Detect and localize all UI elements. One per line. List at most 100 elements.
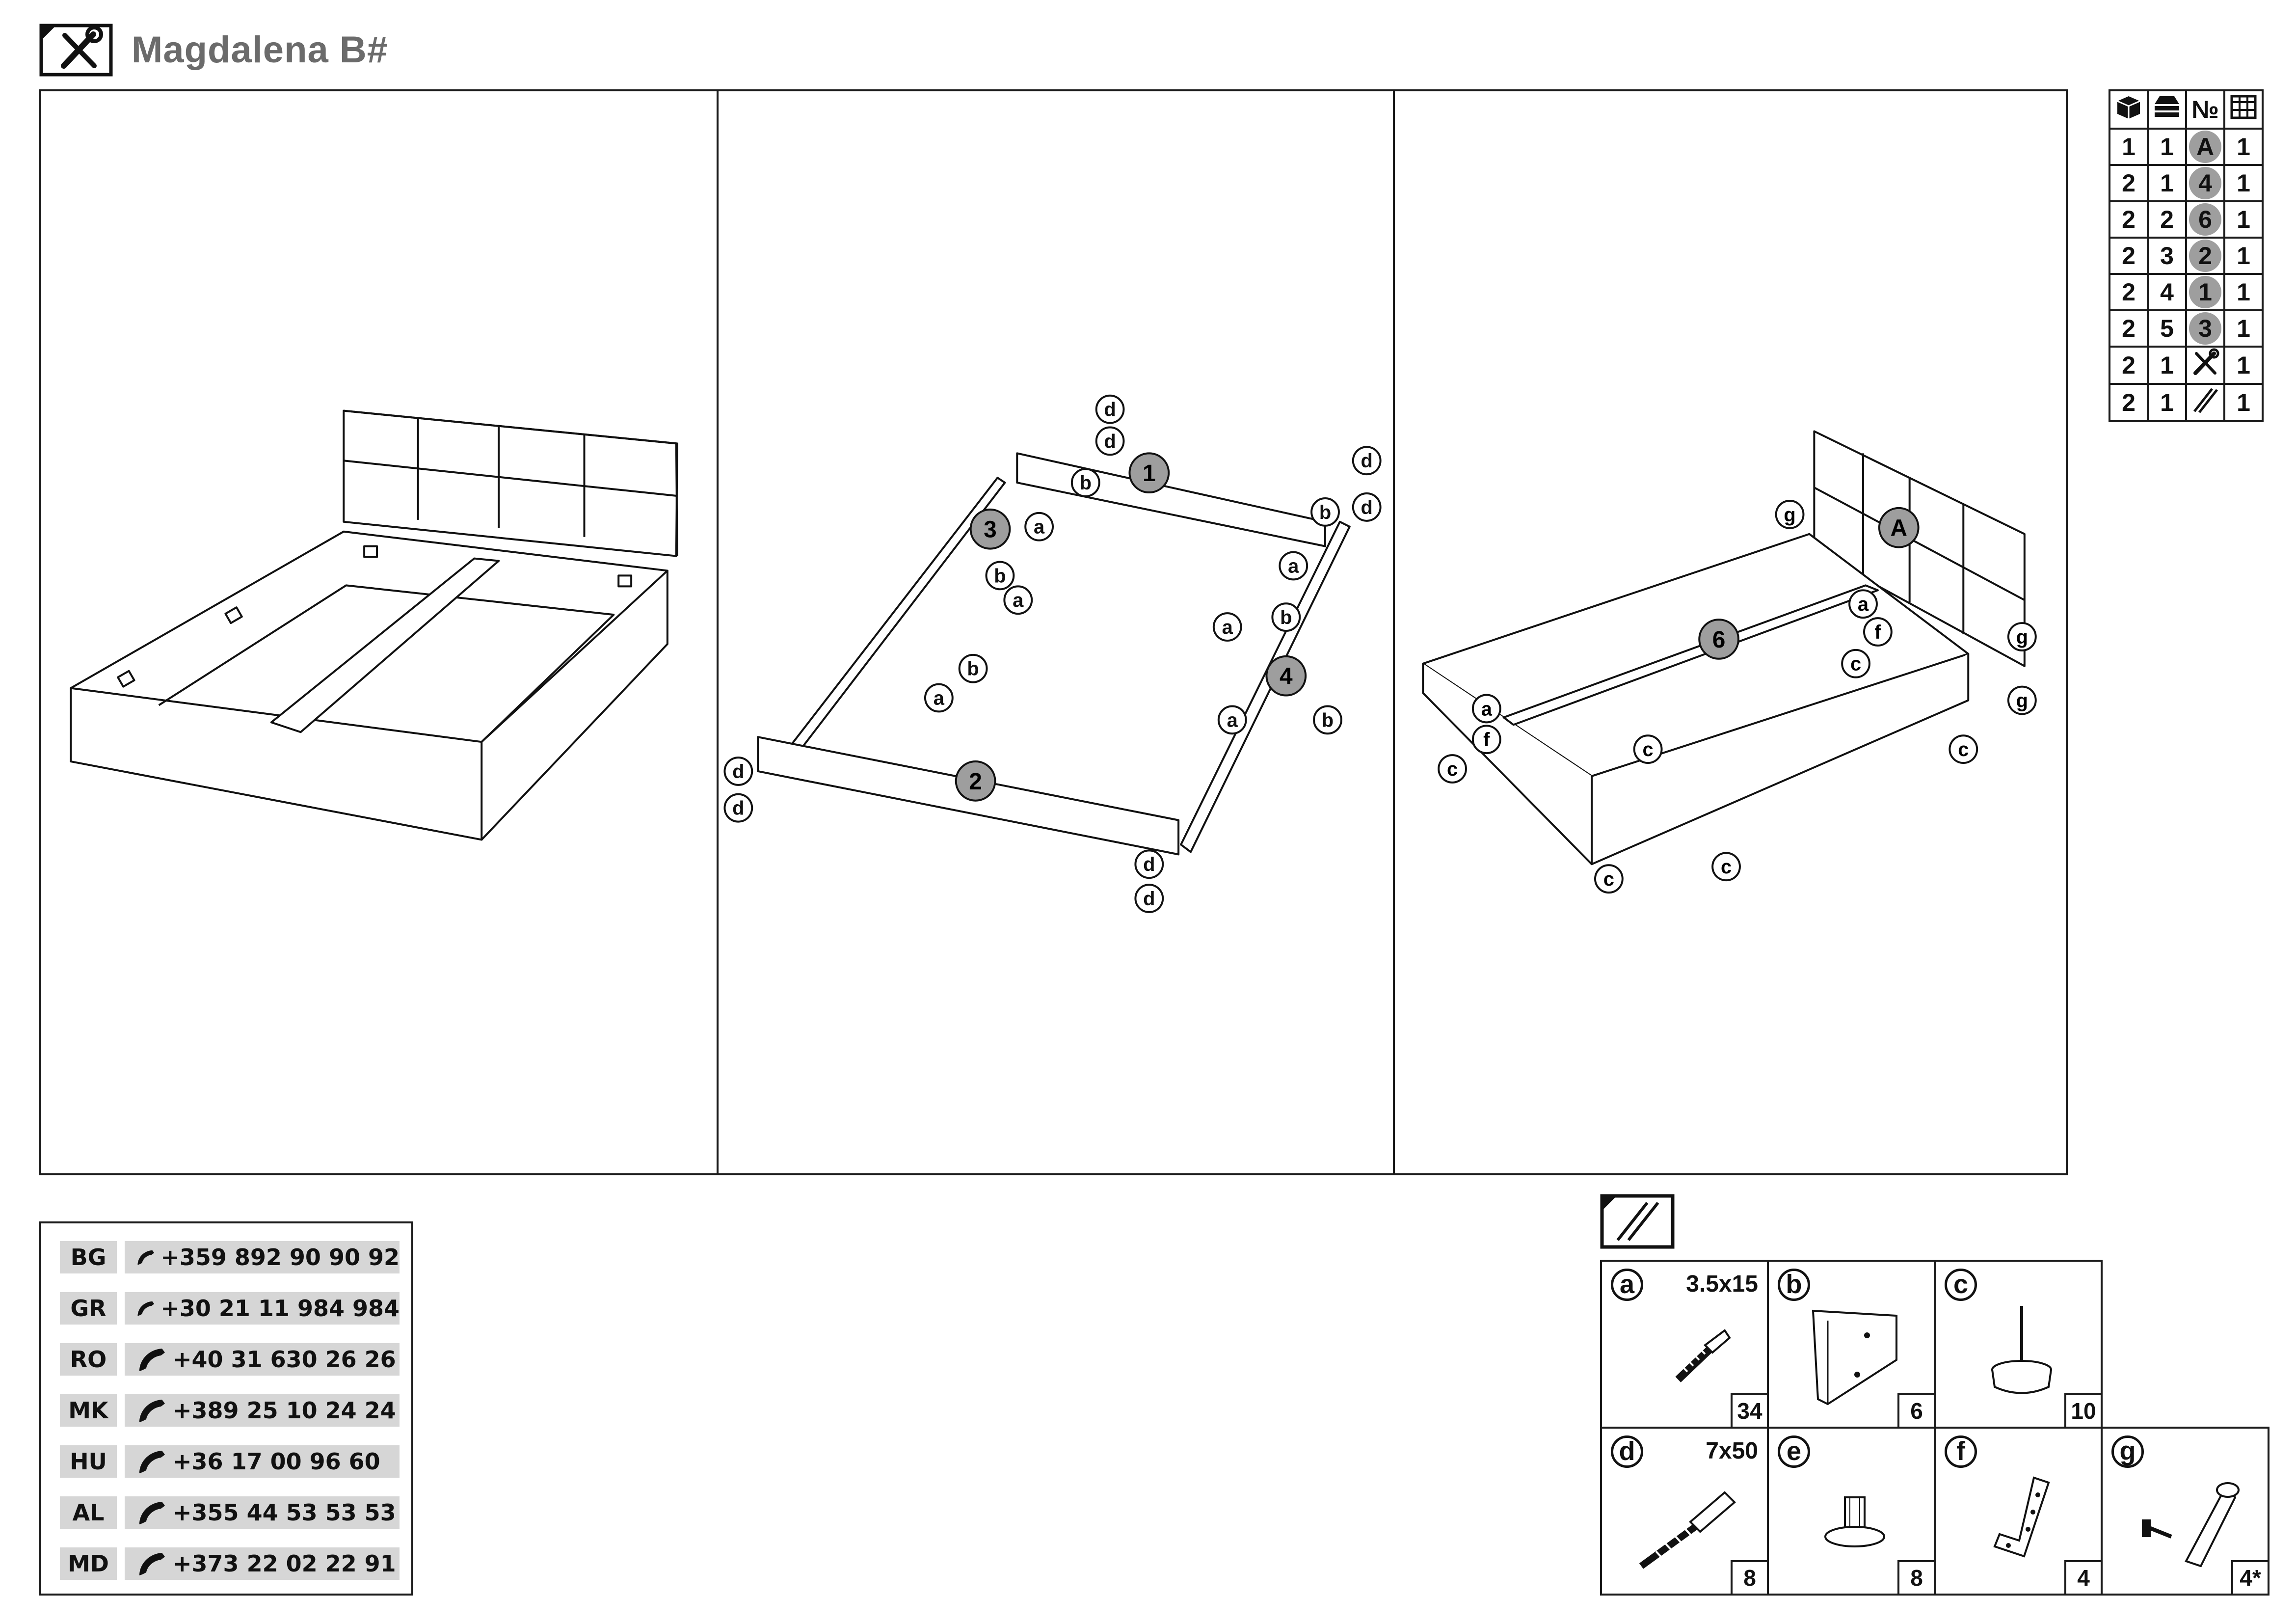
svg-text:c: c [1958, 739, 1969, 760]
svg-text:b: b [1280, 607, 1292, 628]
assembly-step-2: 1 3 4 2 [719, 91, 1395, 1173]
svg-text:g: g [1784, 504, 1795, 526]
phone-number[interactable]: +359 892 90 90 92 [125, 1241, 400, 1273]
screws-icon [1600, 1194, 1675, 1249]
phone-number[interactable]: +389 25 10 24 24 [125, 1394, 400, 1427]
part-badge-6: 6 [1698, 619, 1739, 660]
country-code: GR [60, 1292, 117, 1325]
svg-text:a: a [1288, 555, 1299, 577]
contact-row: GR +30 21 11 984 984 [60, 1292, 411, 1325]
svg-text:d: d [732, 798, 744, 819]
svg-text:a: a [934, 687, 945, 709]
assembly-steps: 1 3 4 2 [39, 89, 2068, 1175]
svg-text:d: d [732, 761, 744, 783]
part-number-badge: A [2189, 131, 2221, 163]
hardware-list: a 3.5x15 34 b 6 c 10 d 7x50 [1600, 1260, 2269, 1596]
svg-text:d: d [1361, 450, 1373, 472]
country-code: RO [60, 1343, 117, 1376]
hardware-item-a: a 3.5x15 34 [1600, 1260, 1769, 1429]
phone-icon [139, 1553, 165, 1575]
svg-text:d: d [1361, 497, 1373, 518]
bed-illustration [70, 409, 678, 841]
screws-icon [2185, 383, 2225, 422]
phone-icon [137, 1301, 155, 1316]
tools-icon [2185, 346, 2225, 385]
phone-icon [139, 1502, 165, 1524]
country-code: MD [60, 1547, 117, 1580]
hardware-item-c: c 10 [1934, 1260, 2103, 1429]
svg-text:b: b [1080, 472, 1092, 494]
phone-icon [139, 1400, 165, 1422]
svg-text:c: c [1850, 653, 1861, 675]
box-icon [2109, 89, 2149, 130]
bolt-nut-icon [2142, 1482, 2240, 1568]
svg-text:4: 4 [1280, 664, 1293, 690]
svg-text:b: b [1322, 709, 1334, 731]
contact-row: MK +389 25 10 24 24 [60, 1394, 411, 1427]
part-number-badge: 3 [2189, 312, 2221, 345]
svg-text:f: f [1874, 622, 1881, 643]
svg-text:d: d [1143, 854, 1155, 875]
svg-text:a: a [1227, 709, 1238, 731]
svg-text:a: a [1481, 698, 1493, 720]
svg-text:b: b [967, 658, 979, 680]
svg-text:c: c [1721, 856, 1732, 878]
svg-text:1: 1 [1143, 460, 1156, 487]
phone-number[interactable]: +36 17 00 96 60 [125, 1445, 400, 1478]
country-code: MK [60, 1394, 117, 1427]
frame-parts-illustration: 1 3 4 2 [723, 394, 1382, 913]
part-badge-4: 4 [1265, 655, 1307, 697]
l-bracket-icon [1993, 1476, 2050, 1558]
document-title: Magdalena B# [132, 29, 389, 71]
package-stack-icon [2147, 89, 2187, 130]
phone-icon [137, 1250, 155, 1265]
phone-number[interactable]: +355 44 53 53 53 [125, 1496, 400, 1529]
phone-icon [139, 1349, 165, 1371]
furniture-glide-icon [1991, 1306, 2052, 1394]
country-code: BG [60, 1241, 117, 1273]
phone-number[interactable]: +373 22 02 22 91 [125, 1547, 400, 1580]
svg-text:d: d [1143, 888, 1155, 910]
part-number-badge: 1 [2189, 276, 2221, 308]
country-code: AL [60, 1496, 117, 1529]
svg-text:2: 2 [969, 769, 982, 795]
contact-row: HU +36 17 00 96 60 [60, 1445, 411, 1478]
svg-text:c: c [1643, 739, 1654, 760]
hardware-item-g: g 4* [2101, 1427, 2269, 1596]
contact-row: BG +359 892 90 90 92 [60, 1241, 411, 1273]
assembly-step-1 [41, 91, 719, 1173]
svg-text:a: a [1858, 594, 1869, 615]
svg-text:a: a [1034, 516, 1045, 538]
part-badge-3: 3 [969, 508, 1011, 550]
calendar-grid-icon [2223, 89, 2264, 130]
svg-text:d: d [1104, 399, 1116, 421]
svg-text:c: c [1603, 868, 1614, 890]
parts-table-header: № [2109, 89, 2264, 130]
screw-icon [1675, 1329, 1731, 1382]
phone-number[interactable]: +30 21 11 984 984 [125, 1292, 400, 1325]
svg-text:6: 6 [1712, 627, 1726, 653]
svg-text:c: c [1447, 758, 1458, 780]
part-number-badge: 6 [2189, 203, 2221, 236]
svg-text:a: a [1013, 590, 1024, 611]
contact-row: RO +40 31 630 26 26 [60, 1343, 411, 1376]
number-header: № [2185, 89, 2225, 130]
svg-text:b: b [1319, 502, 1331, 523]
svg-text:g: g [2016, 690, 2028, 711]
tools-icon [39, 24, 113, 77]
hardware-item-e: e 8 [1767, 1427, 1936, 1596]
phone-number[interactable]: +40 31 630 26 26 [125, 1343, 400, 1376]
confirmat-screw-icon [1639, 1491, 1736, 1569]
part-badge-A: A [1878, 507, 1920, 548]
svg-text:3: 3 [984, 517, 997, 543]
